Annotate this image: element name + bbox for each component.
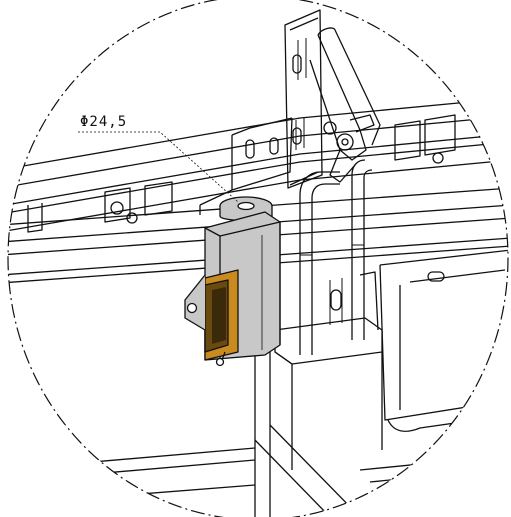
lower-column (254, 345, 361, 517)
leader-line (78, 131, 239, 203)
side-housing (379, 249, 508, 432)
mounting-plate (199, 117, 293, 215)
support-box (274, 271, 383, 470)
hanger-rods (299, 159, 373, 355)
rail-brackets (27, 114, 456, 233)
diameter-label: Φ24,5 (80, 114, 127, 130)
vertical-plate-bracket (284, 9, 323, 189)
solenoid-component (184, 196, 281, 367)
lever-links (309, 27, 381, 183)
detail-content (8, 9, 508, 517)
detail-view-circle (7, 0, 509, 517)
dimension-annotation: Φ24,5 (78, 114, 239, 203)
